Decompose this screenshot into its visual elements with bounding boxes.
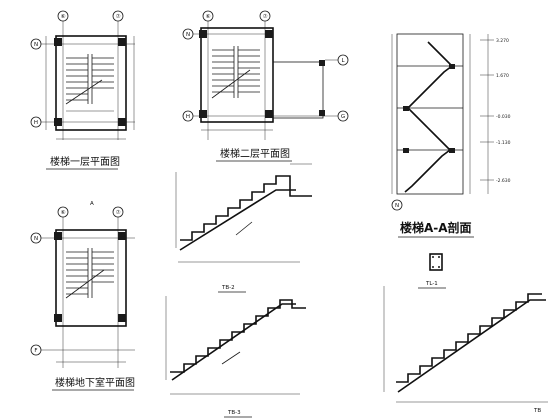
- stair-treads: [211, 46, 260, 99]
- stair-profile: [170, 299, 306, 373]
- beam-detail-tl-1: TL-1: [418, 253, 446, 289]
- section-mark: A: [90, 201, 94, 207]
- stair-core-outline: [396, 33, 464, 195]
- axis-label-n: N: [395, 203, 399, 209]
- axis-label-7: ⑦: [263, 13, 268, 20]
- axis-label-g: G: [341, 114, 345, 120]
- axis-label-6: ⑥: [61, 14, 66, 20]
- axis-label-6: ⑥: [206, 14, 211, 20]
- stair-treads: [65, 248, 114, 299]
- section-a-a: 3.270 1.670 -0.030 -1.130 -2.630 N 楼梯A-A…: [391, 33, 511, 238]
- elevation-label: -1.130: [496, 140, 511, 146]
- stair-detail-tb-2: TB-2: [175, 163, 312, 293]
- axis-label-7: ⑦: [116, 13, 121, 20]
- stair-detail-tb-3: TB-3: [165, 296, 306, 418]
- elevation-label: -2.630: [496, 178, 511, 184]
- axis-label-n: N: [34, 42, 38, 48]
- detail-title: TB: [533, 408, 541, 414]
- axis-label-f: F: [34, 348, 37, 354]
- drawing-title: 楼梯地下室平面图: [55, 376, 135, 389]
- beam-section: [429, 253, 443, 271]
- detail-title: TB-3: [227, 410, 241, 416]
- plan-second-floor: ⑥ ⑦ N L H G: [182, 10, 349, 162]
- column: [118, 118, 126, 126]
- detail-title: TL-1: [425, 281, 438, 287]
- drawing-title: 楼梯一层平面图: [50, 155, 120, 168]
- axis-label-n: N: [34, 236, 38, 242]
- plan-basement: ⑥ ⑦ N F A 楼梯地下室平面图: [30, 201, 135, 391]
- axis-label-h: H: [186, 114, 190, 120]
- landing-slab: [272, 61, 324, 119]
- elevation-label: 1.670: [496, 73, 509, 79]
- drawing-title: 楼梯A-A剖面: [400, 220, 472, 235]
- plan-first-floor: ⑥ ⑦ N H 楼梯一层平面图: [30, 10, 135, 170]
- elevation-label: 3.270: [496, 38, 509, 44]
- column: [118, 38, 126, 46]
- axis-label-7: ⑦: [116, 209, 121, 216]
- drawing-title: 楼梯二层平面图: [220, 147, 290, 160]
- stair-profile: [396, 293, 542, 383]
- stair-detail-tb: TB: [383, 286, 548, 414]
- axis-label-6: ⑥: [61, 210, 66, 216]
- column: [54, 118, 62, 126]
- axis-label-l: L: [341, 58, 345, 64]
- elevation-marks: [480, 39, 494, 181]
- detail-title: TB-2: [221, 285, 235, 291]
- stair-treads: [65, 54, 114, 105]
- stair-well-walls: [55, 35, 127, 131]
- elevation-label: -0.030: [496, 114, 511, 120]
- axis-label-n: N: [186, 32, 190, 38]
- column: [54, 38, 62, 46]
- stair-flights: [404, 41, 453, 193]
- stair-profile: [180, 175, 312, 241]
- axis-label-h: H: [34, 120, 38, 126]
